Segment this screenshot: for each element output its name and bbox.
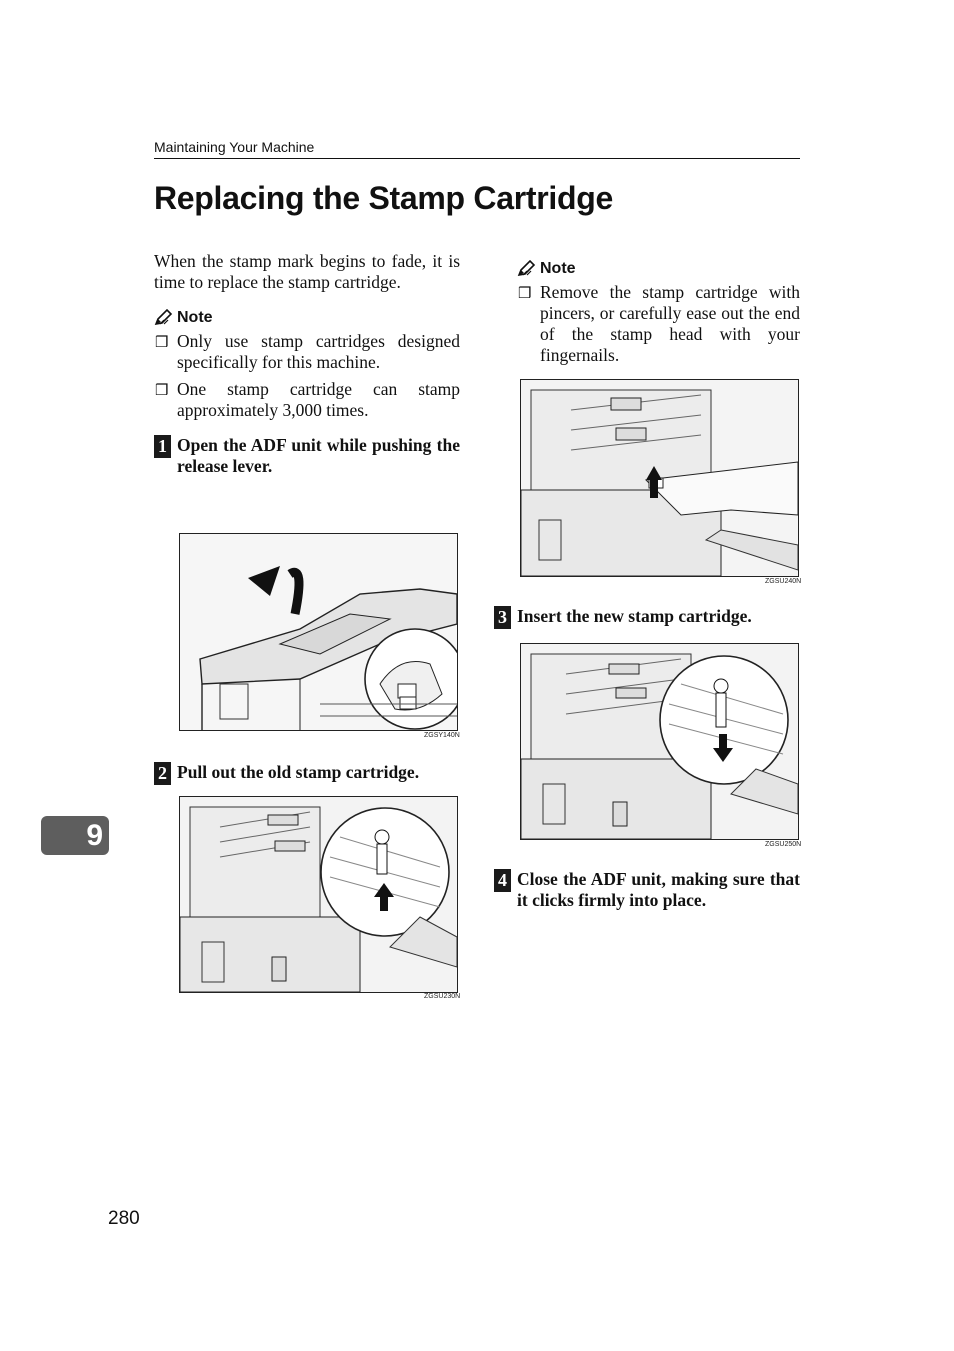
step-number: 2 [154,762,171,785]
figure-code: ZGSY140N [424,732,460,739]
step-number: 4 [494,869,511,892]
note-item: ❒ Remove the stamp cartridge with pincer… [517,282,800,366]
chapter-number: 9 [86,819,103,852]
step-3: 3 Insert the new stamp cartridge. [494,606,800,629]
page-title: Replacing the Stamp Cartridge [154,180,613,216]
note-heading-left: Note [154,307,460,328]
header-rule [154,158,800,159]
figure-open-adf [179,533,458,731]
figure-pull-out-cartridge [179,796,458,993]
step-2: 2 Pull out the old stamp cartridge. [154,762,460,785]
figure-code: ZGSU230N [424,993,461,1000]
step-text: Open the ADF unit while pushing the rele… [177,435,460,476]
step-1: 1 Open the ADF unit while pushing the re… [154,435,460,477]
right-column: Note ❒ Remove the stamp cartridge with p… [494,258,800,372]
step-number: 1 [154,435,171,458]
step-text: Close the ADF unit, making sure that it … [517,869,800,910]
step-text: Insert the new stamp cartridge. [517,606,752,626]
figure-insert-cartridge [520,643,799,840]
running-head: Maintaining Your Machine [154,139,315,155]
note-text: One stamp cartridge can stamp approximat… [177,379,460,420]
step-2-wrapper: 2 Pull out the old stamp cartridge. [154,762,460,785]
left-column: When the stamp mark begins to fade, it i… [154,251,460,477]
pull-out-illustration [180,797,457,992]
insert-cartridge-illustration [521,644,798,839]
note-text: Remove the stamp cartridge with pincers,… [540,282,800,365]
note-heading-right: Note [517,258,800,279]
figure-remove-cartridge [520,379,799,577]
step-3-wrapper: 3 Insert the new stamp cartridge. [494,606,800,629]
step-text: Pull out the old stamp cartridge. [177,762,420,782]
step-4: 4 Close the ADF unit, making sure that i… [494,869,800,911]
remove-cartridge-illustration [521,380,798,576]
pencil-icon [517,260,536,277]
note-text: Only use stamp cartridges designed speci… [177,331,460,372]
intro-paragraph: When the stamp mark begins to fade, it i… [154,251,460,292]
checkbox-icon: ❒ [518,286,532,302]
note-label: Note [177,309,213,326]
chapter-tab: 9 [41,816,109,855]
adf-open-illustration [180,534,457,730]
checkbox-icon: ❒ [155,335,169,351]
step-4-wrapper: 4 Close the ADF unit, making sure that i… [494,869,800,911]
pencil-icon [154,309,173,326]
step-number: 3 [494,606,511,629]
page-number: 280 [108,1208,140,1229]
note-label: Note [540,260,576,277]
note-item: ❒ Only use stamp cartridges designed spe… [154,331,460,373]
figure-code: ZGSU250N [765,841,802,848]
figure-code: ZGSU240N [765,578,802,585]
checkbox-icon: ❒ [155,383,169,399]
note-item: ❒ One stamp cartridge can stamp approxim… [154,379,460,421]
